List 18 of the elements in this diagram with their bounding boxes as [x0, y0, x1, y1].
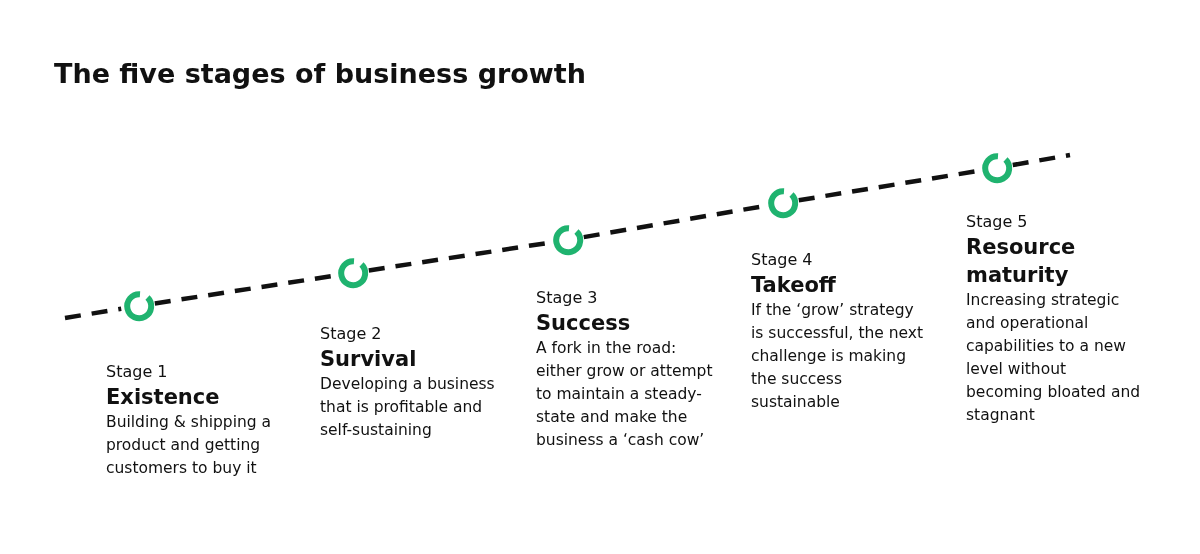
- dashed-connector: [1012, 152, 1071, 168]
- stage-title: Survival: [320, 346, 418, 373]
- stage-number: Stage 2: [320, 323, 383, 345]
- stage-title: Takeoff: [751, 272, 837, 299]
- stage-number: Stage 1: [106, 361, 169, 383]
- stage-description: Building & shipping a product and getting customers to buy it: [106, 412, 273, 479]
- stage-title: Existence: [106, 384, 221, 411]
- stage-title: Success: [536, 310, 632, 337]
- stage-number: Stage 3: [536, 287, 599, 309]
- dashed-connector: [64, 306, 122, 321]
- stage-number: Stage 5: [966, 211, 1029, 233]
- stage-description: A fork in the road: either grow or attempt to maintain a steady-state and make the business a ‘cash cow’: [536, 338, 714, 451]
- stage-title: Resource maturity: [966, 234, 1077, 289]
- stage-description: If the ‘grow’ strategy is successful, the next challenge is making the success sustainable: [751, 300, 925, 413]
- stage-number: Stage 4: [751, 249, 814, 271]
- stage-description: Developing a business that is profitable and self-sustaining: [320, 374, 495, 441]
- diagram-title: The five stages of business growth: [54, 58, 586, 89]
- stage-description: Increasing strategic and operational capabilities to a new level without becoming bloated and stagnant: [966, 290, 1142, 426]
